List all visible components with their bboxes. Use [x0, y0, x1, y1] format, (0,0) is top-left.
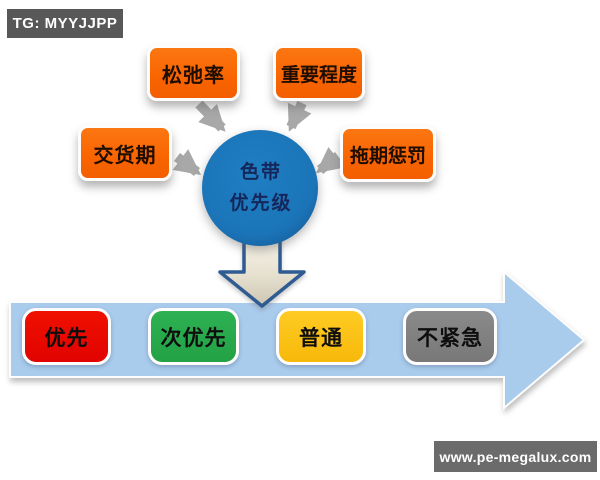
factor-label-delay-penalty: 拖期惩罚: [349, 145, 426, 167]
hub-label: 色带 优先级: [202, 132, 320, 244]
connector-arrow-delivery-date: [172, 149, 202, 176]
level-box-priority: 优先: [22, 308, 111, 365]
watermark-badge-top-left: TG: MYYJJPP: [7, 9, 123, 38]
factor-box-slack-rate: 松弛率: [147, 45, 240, 101]
factor-label-delivery-date: 交货期: [93, 144, 157, 167]
factor-label-importance: 重要程度: [280, 64, 357, 86]
hub-label-line2: 优先级: [229, 193, 293, 214]
hub-circle: [202, 130, 318, 246]
watermark-badge-bottom-right: www.pe-megalux.com: [434, 441, 597, 472]
level-box-normal: 普通: [276, 308, 366, 365]
connector-arrow-importance: [286, 100, 312, 132]
connector-arrow-delay-penalty: [315, 146, 345, 174]
factor-box-delay-penalty: 拖期惩罚: [340, 126, 436, 182]
watermark-text-top-left: TG: MYYJJPP: [12, 15, 118, 32]
factor-box-delivery-date: 交货期: [78, 125, 172, 181]
factor-label-slack-rate: 松弛率: [162, 64, 225, 87]
down-arrow: [218, 236, 306, 308]
level-label-not-urgent: 不紧急: [417, 326, 483, 350]
watermark-text-bottom-right: www.pe-megalux.com: [439, 448, 592, 465]
level-label-priority: 优先: [44, 326, 89, 350]
factor-box-importance: 重要程度: [273, 45, 365, 101]
level-box-not-urgent: 不紧急: [403, 308, 497, 365]
level-label-secondary-priority: 次优先: [160, 326, 227, 350]
hub-label-line1: 色带: [239, 161, 282, 183]
connector-arrow-slack-rate: [195, 100, 226, 132]
level-box-secondary-priority: 次优先: [148, 308, 239, 365]
level-label-normal: 普通: [299, 326, 343, 350]
